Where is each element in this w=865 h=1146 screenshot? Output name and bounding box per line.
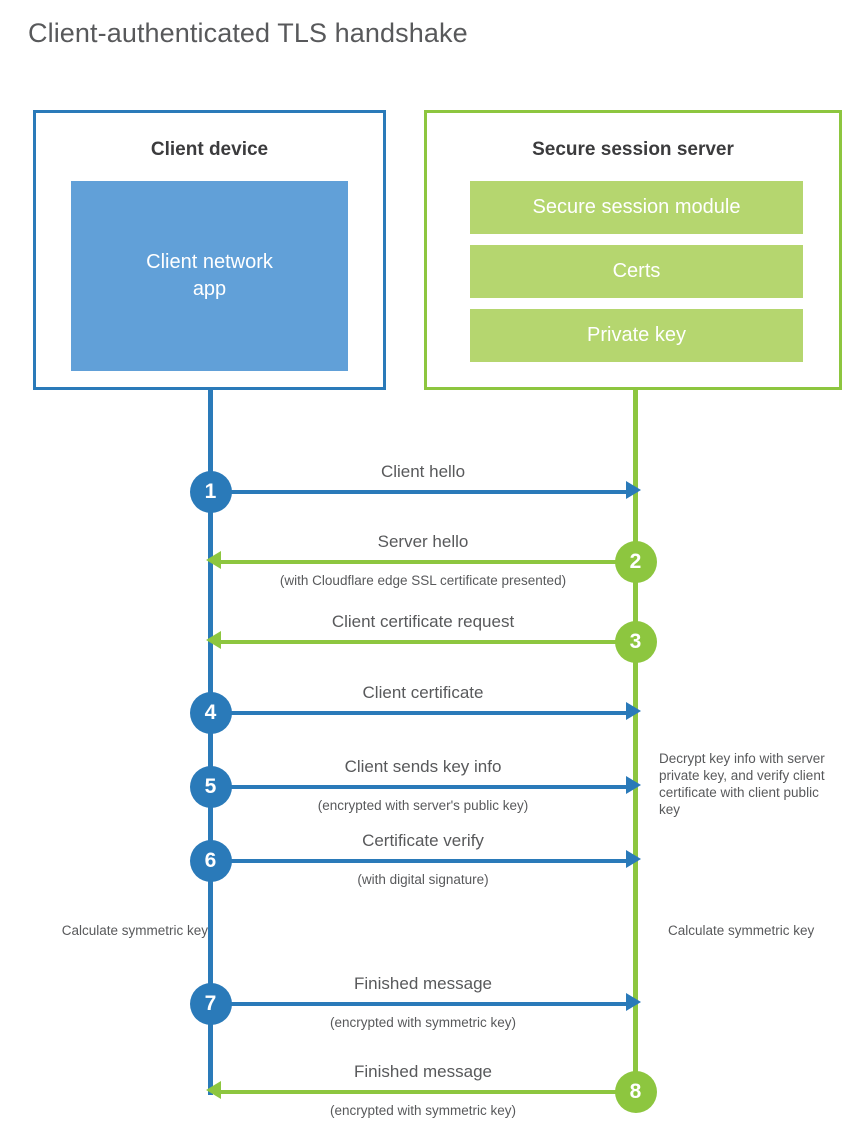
note-calculate-symmetric-key-server: Calculate symmetric key bbox=[668, 923, 815, 938]
server-lifeline bbox=[633, 390, 638, 1092]
arrow-head-icon-7 bbox=[625, 993, 641, 1011]
step-circle-1[interactable]: 1 bbox=[189, 471, 232, 513]
arrow-head-icon-3 bbox=[205, 631, 221, 649]
step-circle-6[interactable]: 6 bbox=[189, 840, 232, 882]
step-circle-4[interactable]: 4 bbox=[189, 692, 232, 734]
step-circle-3[interactable]: 3 bbox=[614, 621, 657, 663]
server-component-private-key: Private key bbox=[470, 309, 803, 362]
client-network-app-label: Client network app bbox=[146, 251, 273, 300]
arrow-head-icon-4 bbox=[625, 702, 641, 720]
message-arrow-5 bbox=[210, 785, 628, 789]
message-arrow-2 bbox=[218, 560, 636, 564]
arrow-head-icon-5 bbox=[625, 776, 641, 794]
arrow-head-icon-1 bbox=[625, 481, 641, 499]
step-circle-5[interactable]: 5 bbox=[189, 766, 232, 808]
message-sublabel-6: (with digital signature) bbox=[357, 872, 489, 887]
message-label-8: Finished message bbox=[354, 1062, 492, 1081]
arrow-head-icon-8 bbox=[205, 1081, 221, 1099]
server-component-secure-session-module: Secure session module bbox=[470, 181, 803, 234]
client-network-app-block: Client network app bbox=[71, 181, 348, 371]
client-lifeline bbox=[208, 390, 213, 1095]
message-sublabel-8: (encrypted with symmetric key) bbox=[329, 1103, 517, 1118]
server-component-label: Private key bbox=[587, 324, 686, 346]
client-device-box: Client device Client network app bbox=[33, 110, 386, 390]
step-circle-7[interactable]: 7 bbox=[189, 983, 232, 1025]
client-device-title: Client device bbox=[150, 139, 269, 160]
message-arrow-6 bbox=[210, 859, 628, 863]
message-arrow-8 bbox=[218, 1090, 636, 1094]
message-label-7: Finished message bbox=[354, 974, 492, 993]
note-decrypt-key-info: Decrypt key info with server private key… bbox=[659, 751, 825, 817]
message-arrow-3 bbox=[218, 640, 636, 644]
note-calculate-symmetric-key-client: Calculate symmetric key bbox=[61, 923, 208, 938]
arrow-head-icon-6 bbox=[625, 850, 641, 868]
message-arrow-7 bbox=[210, 1002, 628, 1006]
message-label-6: Certificate verify bbox=[362, 831, 484, 850]
message-arrow-4 bbox=[210, 711, 628, 715]
message-label-3: Client certificate request bbox=[331, 612, 515, 631]
secure-session-server-box: Secure session server Secure session mod… bbox=[424, 110, 842, 390]
message-sublabel-7: (encrypted with symmetric key) bbox=[329, 1015, 517, 1030]
message-arrow-1 bbox=[210, 490, 628, 494]
page-title: Client-authenticated TLS handshake bbox=[28, 18, 468, 48]
server-component-label: Secure session module bbox=[532, 196, 741, 218]
message-label-2: Server hello bbox=[377, 532, 469, 551]
arrow-head-icon-2 bbox=[205, 551, 221, 569]
message-sublabel-5: (encrypted with server's public key) bbox=[317, 798, 529, 813]
message-label-4: Client certificate bbox=[362, 683, 484, 702]
message-sublabel-2: (with Cloudflare edge SSL certificate pr… bbox=[279, 573, 567, 588]
step-circle-2[interactable]: 2 bbox=[614, 541, 657, 583]
step-circle-8[interactable]: 8 bbox=[614, 1071, 657, 1113]
message-label-5: Client sends key info bbox=[344, 757, 502, 776]
message-label-1: Client hello bbox=[380, 462, 466, 481]
server-component-label: Certs bbox=[612, 260, 661, 282]
server-component-certs: Certs bbox=[470, 245, 803, 298]
secure-session-server-title: Secure session server bbox=[532, 139, 734, 160]
